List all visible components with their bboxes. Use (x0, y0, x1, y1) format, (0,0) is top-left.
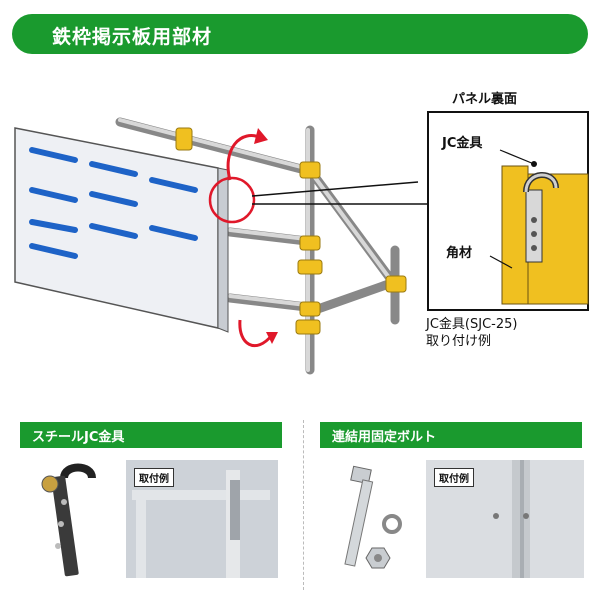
section-header-bolt: 連結用固定ボルト (320, 422, 582, 448)
section-title: スチールJC金具 (32, 430, 125, 445)
jc-fitting-label: JC金具 (442, 136, 483, 151)
clamp (385, 275, 407, 293)
frame-illustration (14, 111, 589, 375)
panel-text-lines (29, 147, 198, 259)
diagram-caption: JC金具(SJC-25) 取り付け例 (426, 316, 517, 350)
signboard-panel (14, 127, 219, 329)
clamp-group (175, 127, 407, 335)
steel-jc-mounting-photo: 取付例 (126, 460, 278, 578)
section-divider (303, 420, 304, 590)
bolt-part-image (318, 462, 414, 582)
title-bar: 鉄枠掲示板用部材 (12, 14, 588, 54)
rotation-arrow-top (226, 134, 263, 181)
clamp (299, 301, 321, 317)
rotation-arrow-bottom (238, 319, 274, 348)
section-header-steel-jc: スチールJC金具 (20, 422, 282, 448)
clamp (295, 319, 321, 335)
kakuzai-label: 角材 (446, 246, 473, 261)
steel-jc-part-image (30, 462, 120, 582)
caption-line-2: 取り付け例 (426, 334, 492, 349)
clamp (299, 235, 321, 251)
panel-back-label: パネル裏面 (452, 92, 518, 107)
section-title: 連結用固定ボルト (332, 430, 437, 445)
mounting-example-tag: 取付例 (134, 468, 174, 487)
frame-diagram: パネル裏面 JC金具 角材 JC金具(SJC-25) 取り付け例 (0, 70, 601, 390)
bolt-mounting-photo: 取付例 (426, 460, 584, 578)
highlight-circle (208, 176, 256, 224)
page-title: 鉄枠掲示板用部材 (52, 26, 213, 48)
mounting-example-tag: 取付例 (434, 468, 474, 487)
clamp (175, 127, 193, 151)
caption-line-1: JC金具(SJC-25) (426, 317, 518, 332)
jc-bracket-plate (525, 189, 543, 263)
clamp (299, 161, 321, 179)
clamp (297, 259, 323, 275)
